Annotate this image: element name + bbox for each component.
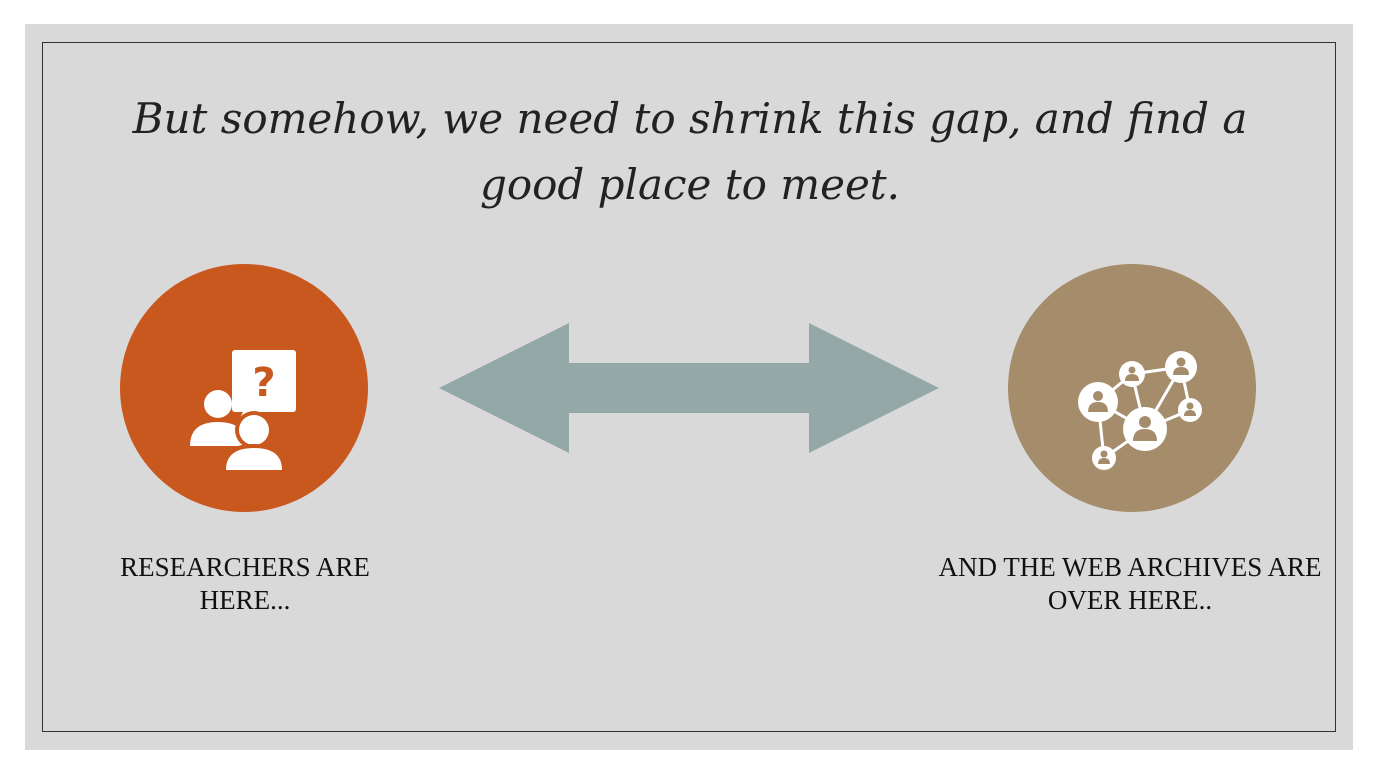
network-people-icon [1078,351,1202,470]
web-archives-circle [1008,264,1256,512]
researchers-circle: ? [120,264,368,512]
web-archives-label: AND THE WEB ARCHIVES ARE OVER HERE.. [938,552,1322,615]
researchers-label: RESEARCHERS ARE HERE... [120,552,370,615]
slide-frame [42,42,1336,732]
double-arrow-icon [439,323,939,453]
svg-text:?: ? [252,360,275,406]
researchers-question-icon: ? [190,350,296,470]
slide-title: But somehow, we need to shrink this gap,… [132,94,1248,209]
slide: But somehow, we need to shrink this gap,… [25,24,1353,750]
